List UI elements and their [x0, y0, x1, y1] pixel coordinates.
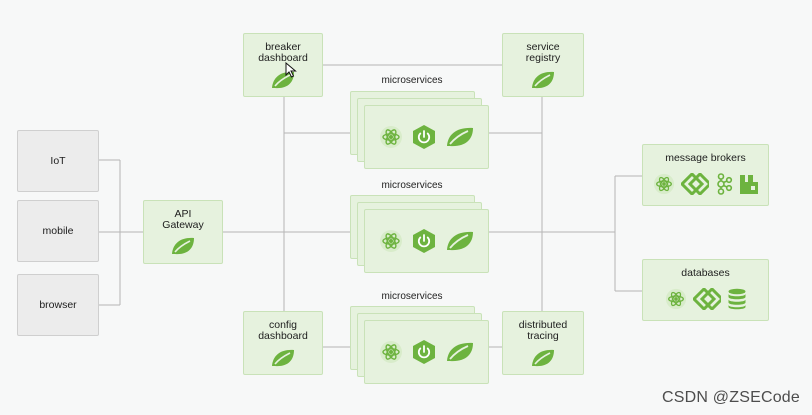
- database-stack-icon: [728, 288, 745, 310]
- microservices-caption: microservices: [381, 291, 443, 302]
- api-gateway-label: API Gateway: [162, 208, 204, 231]
- config-dashboard-node: config dashboard: [243, 311, 323, 375]
- atom-icon: [653, 173, 674, 195]
- client-mobile-label: mobile: [42, 225, 74, 237]
- atom-icon: [379, 126, 402, 148]
- microservices-caption: microservices: [381, 75, 443, 86]
- spring-leaf-icon: [170, 235, 196, 260]
- message-brokers-node: message brokers: [642, 144, 769, 206]
- power-hexagon-icon: [412, 229, 435, 253]
- spring-leaf-icon: [530, 347, 556, 372]
- client-iot: IoT: [17, 130, 99, 192]
- client-browser: browser: [17, 274, 99, 336]
- atom-icon: [379, 230, 402, 252]
- spring-leaf-icon: [270, 347, 296, 372]
- microservice-card-front: [364, 320, 489, 384]
- spring-leaf-icon: [530, 69, 556, 94]
- spring-leaf-icon: [446, 342, 473, 362]
- watermark-text: CSDN @ZSECode: [662, 389, 800, 406]
- atom-icon: [379, 341, 402, 363]
- spring-leaf-icon: [270, 69, 296, 94]
- spring-leaf-icon: [446, 127, 473, 147]
- atom-icon: [665, 288, 686, 310]
- mouse-cursor-icon: [285, 62, 297, 78]
- client-mobile: mobile: [17, 200, 99, 262]
- power-hexagon-icon: [412, 125, 435, 149]
- spring-leaf-icon: [446, 231, 473, 251]
- distributed-tracing-node: distributed tracing: [502, 311, 584, 375]
- message-brokers-label: message brokers: [665, 152, 746, 164]
- api-gateway-node: API Gateway: [143, 200, 223, 264]
- config-dashboard-label: config dashboard: [258, 319, 308, 342]
- power-hexagon-icon: [412, 340, 435, 364]
- databases-node: databases: [642, 259, 769, 321]
- link-diamond-icon: [680, 173, 709, 195]
- distributed-tracing-label: distributed tracing: [518, 319, 568, 342]
- microservice-card-front: [364, 105, 489, 169]
- databases-label: databases: [681, 267, 730, 279]
- service-registry-label: service registry: [525, 41, 561, 64]
- client-iot-label: IoT: [50, 155, 66, 167]
- rabbitmq-icon: [739, 175, 758, 194]
- client-browser-label: browser: [39, 299, 77, 311]
- breaker-dashboard-node: breaker dashboard: [243, 33, 323, 97]
- service-registry-node: service registry: [502, 33, 584, 97]
- breaker-dashboard-label: breaker dashboard: [258, 41, 308, 64]
- kafka-icon: [716, 173, 732, 195]
- microservices-caption: microservices: [381, 180, 443, 191]
- microservice-card-front: [364, 209, 489, 273]
- link-diamond-icon: [692, 288, 721, 310]
